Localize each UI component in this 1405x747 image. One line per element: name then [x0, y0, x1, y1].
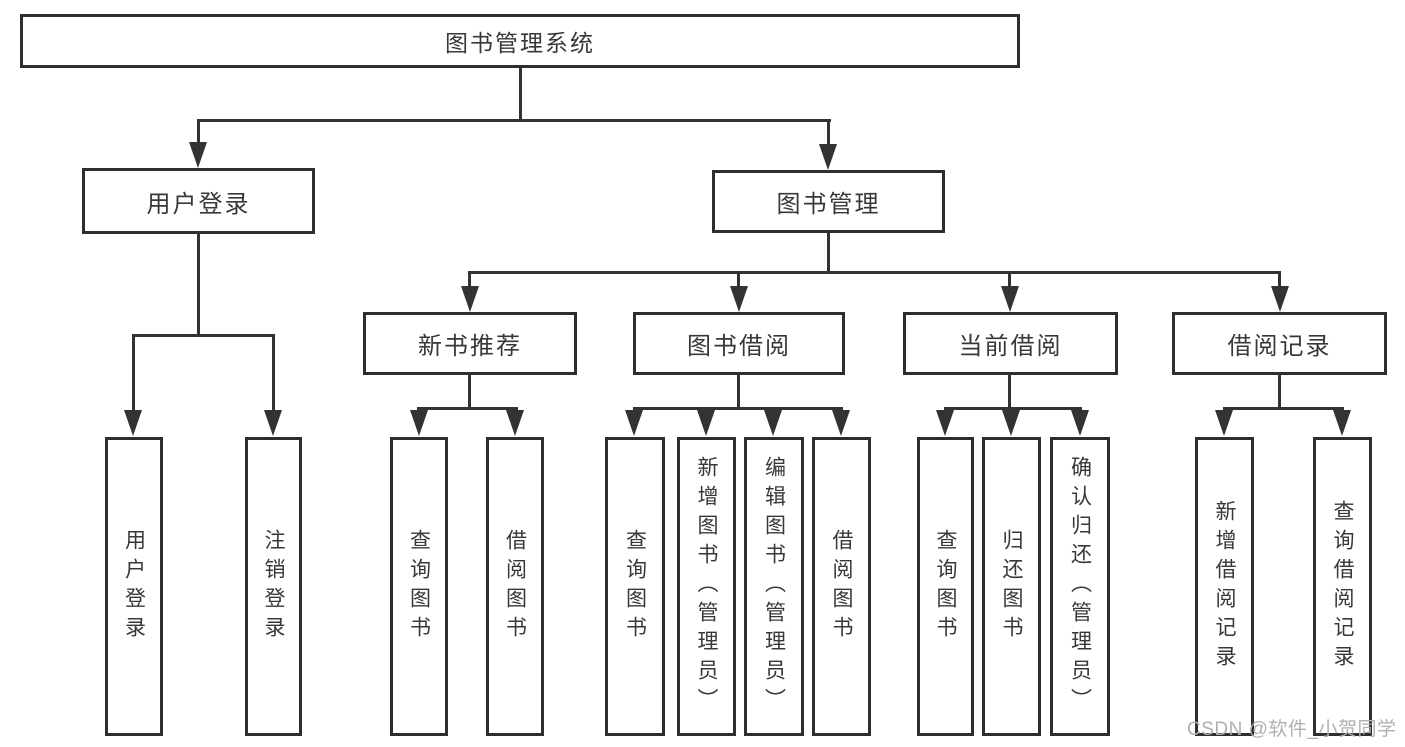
connector-line	[1278, 374, 1281, 410]
leaf-current-confirm-admin: 确认归还（管理员）	[1050, 437, 1110, 736]
leaf-borrow-borrow: 借阅图书	[812, 437, 871, 736]
leaf-label: 新增借阅记录	[1213, 499, 1236, 674]
leaf-borrow-query: 查询图书	[605, 437, 665, 736]
arrowhead	[189, 142, 207, 168]
arrowhead	[764, 410, 782, 436]
connector-line	[519, 67, 522, 121]
leaf-label: 查询图书	[623, 528, 647, 645]
leaf-label: 确认归还（管理员）	[1068, 456, 1092, 717]
arrowhead	[264, 410, 282, 436]
arrowhead	[819, 144, 837, 170]
node-library-system: 图书管理系统	[20, 14, 1020, 68]
leaf-label: 查询图书	[934, 528, 957, 645]
leaf-label: 新增图书（管理员）	[695, 456, 718, 717]
leaf-new-book-query: 查询图书	[390, 437, 448, 736]
leaf-borrow-edit-admin: 编辑图书（管理员）	[744, 437, 804, 736]
node-new-book-recommendation: 新书推荐	[363, 312, 577, 375]
node-book-management: 图书管理	[712, 170, 945, 233]
arrowhead	[1215, 410, 1233, 436]
arrowhead	[1333, 410, 1351, 436]
arrowhead	[124, 410, 142, 436]
leaf-label: 借阅图书	[830, 528, 853, 645]
leaf-label: 归还图书	[1000, 528, 1023, 645]
connector-line	[132, 334, 135, 414]
connector-line	[944, 407, 1082, 410]
connector-line	[827, 231, 830, 273]
connector-line	[417, 407, 518, 410]
connector-line	[468, 374, 471, 410]
leaf-borrow-add-admin: 新增图书（管理员）	[677, 437, 736, 736]
leaf-label: 借阅图书	[503, 528, 527, 645]
connector-line	[827, 119, 830, 151]
connector-line	[197, 119, 831, 122]
leaf-records-query: 查询借阅记录	[1313, 437, 1372, 736]
connector-line	[1223, 407, 1344, 410]
leaf-current-query: 查询图书	[917, 437, 974, 736]
connector-line	[1008, 271, 1011, 291]
leaf-label: 编辑图书（管理员）	[762, 456, 786, 717]
connector-line	[197, 119, 200, 149]
arrowhead	[1271, 286, 1289, 312]
arrowhead	[1071, 410, 1089, 436]
connector-line	[468, 271, 471, 291]
arrowhead	[461, 286, 479, 312]
node-borrowing-records: 借阅记录	[1172, 312, 1387, 375]
arrowhead	[730, 286, 748, 312]
connector-line	[468, 271, 1281, 274]
node-user-login: 用户登录	[82, 168, 315, 234]
connector-line	[197, 232, 200, 337]
arrowhead	[410, 410, 428, 436]
connector-line	[633, 407, 843, 410]
connector-line	[737, 374, 740, 410]
connector-line	[1278, 271, 1281, 291]
leaf-label: 用户登录	[122, 528, 146, 645]
leaf-label: 查询图书	[407, 528, 431, 645]
csdn-watermark: CSDN @软件_小贺同学	[1187, 719, 1397, 740]
arrowhead	[697, 410, 715, 436]
leaf-records-add: 新增借阅记录	[1195, 437, 1254, 736]
arrowhead	[1002, 410, 1020, 436]
arrowhead	[625, 410, 643, 436]
connector-line	[132, 334, 275, 337]
connector-line	[737, 271, 740, 291]
leaf-current-return: 归还图书	[982, 437, 1041, 736]
arrowhead	[832, 410, 850, 436]
arrowhead	[1001, 286, 1019, 312]
leaf-label: 注销登录	[262, 528, 285, 645]
node-book-borrowing: 图书借阅	[633, 312, 845, 375]
node-current-borrowing: 当前借阅	[903, 312, 1118, 375]
leaf-new-book-borrow: 借阅图书	[486, 437, 544, 736]
leaf-label: 查询借阅记录	[1331, 499, 1354, 674]
leaf-logout: 注销登录	[245, 437, 302, 736]
connector-line	[272, 334, 275, 414]
connector-line	[1008, 374, 1011, 410]
arrowhead	[506, 410, 524, 436]
arrowhead	[936, 410, 954, 436]
leaf-user-login: 用户登录	[105, 437, 163, 736]
